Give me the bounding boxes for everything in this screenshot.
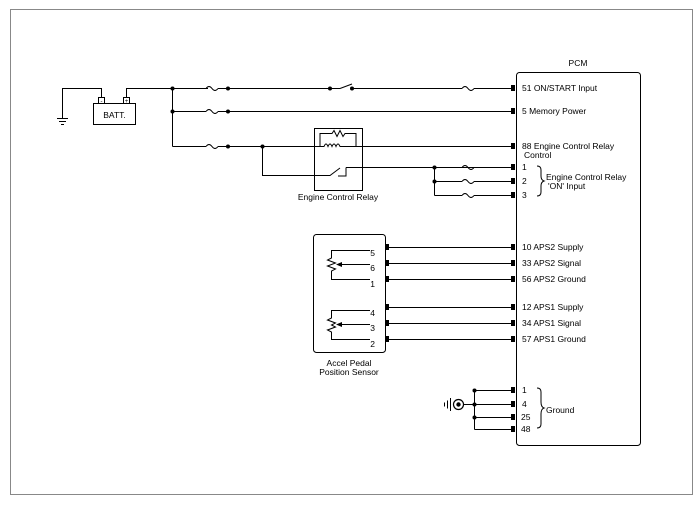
battery-ground-wire bbox=[62, 88, 102, 118]
ecr-on-group-label-cont: 'ON' Input bbox=[548, 181, 586, 191]
pin-aps1-signal: 34 APS1 Signal bbox=[522, 318, 581, 328]
diagram-frame bbox=[10, 9, 693, 495]
ground-group-label: Ground bbox=[546, 405, 575, 415]
relay-box bbox=[314, 128, 363, 191]
ecr-on-group-label: Engine Control Relay bbox=[546, 172, 627, 182]
battery-box bbox=[93, 103, 136, 125]
sensor-pin-markers bbox=[385, 244, 389, 342]
battery: - + BATT. bbox=[93, 97, 136, 125]
pin-aps2-ground: 56 APS2 Ground bbox=[522, 274, 586, 284]
pin-aps2-signal: 33 APS2 Signal bbox=[522, 258, 581, 268]
sensor-pin-5: 5 bbox=[370, 248, 375, 258]
pin-ecr-on-1: 1 bbox=[522, 162, 527, 172]
pin-ground-25: 25 bbox=[521, 412, 531, 422]
battery-pos-sign: + bbox=[125, 99, 129, 105]
pin-ground-48: 48 bbox=[521, 424, 531, 434]
sensor-pin-1: 1 bbox=[370, 279, 375, 289]
battery-positive-wire bbox=[126, 88, 208, 98]
ignition-switch-icon bbox=[339, 83, 353, 89]
fuse-icon-4 bbox=[205, 144, 219, 149]
pin-ground-4: 4 bbox=[522, 399, 527, 409]
relay-label: Engine Control Relay bbox=[298, 192, 379, 202]
sensor-box bbox=[313, 234, 386, 353]
pin-aps2-supply: 10 APS2 Supply bbox=[522, 242, 584, 252]
pin-aps1-supply: 12 APS1 Supply bbox=[522, 302, 584, 312]
pin-aps1-ground: 57 APS1 Ground bbox=[522, 334, 586, 344]
engine-control-relay: Engine Control Relay bbox=[298, 128, 511, 202]
aps1-potentiometer-icon bbox=[326, 310, 370, 340]
pin-on-start-input: 51 ON/START Input bbox=[522, 83, 598, 93]
junction-dots bbox=[170, 86, 477, 420]
chassis-ground-icon bbox=[57, 118, 68, 125]
pcm-ground-circuit bbox=[444, 390, 511, 430]
fuse-icon-3 bbox=[205, 109, 219, 114]
fuse-icon-5 bbox=[461, 165, 475, 170]
relay-switch-feed bbox=[262, 146, 320, 176]
relay-contact-icon bbox=[320, 167, 347, 177]
pcm-title: PCM bbox=[569, 58, 588, 68]
aps1-wiper-arrow bbox=[336, 322, 342, 327]
ecr-on-brace bbox=[536, 165, 546, 197]
pcm-module: PCM bbox=[516, 58, 641, 446]
fuse-icon-6 bbox=[461, 179, 475, 184]
sensor-pin-6: 6 bbox=[370, 263, 375, 273]
pin-ecr-on-2: 2 bbox=[522, 176, 527, 186]
relay-coil-icon bbox=[320, 143, 356, 148]
sensor-pin-3: 3 bbox=[370, 323, 375, 333]
ground-point-icon bbox=[452, 398, 465, 411]
fuse-icon-7 bbox=[461, 193, 475, 198]
sensor-label-cont: Position Sensor bbox=[319, 367, 379, 377]
ground-brace bbox=[536, 387, 546, 429]
sensor-pin-4: 4 bbox=[370, 308, 375, 318]
pin-ecr-control-cont: Control bbox=[524, 150, 552, 160]
battery-neg-sign: - bbox=[101, 99, 103, 105]
pin-ground-1: 1 bbox=[522, 385, 527, 395]
aps2-potentiometer-icon bbox=[326, 250, 370, 280]
sensor-label: Accel Pedal bbox=[327, 358, 372, 368]
sensor-pin-2: 2 bbox=[370, 339, 375, 349]
pcm-pin-markers bbox=[511, 85, 515, 432]
fuse-icon-2 bbox=[461, 86, 475, 91]
battery-label: BATT. bbox=[103, 110, 126, 120]
pin-ecr-control: 88 Engine Control Relay bbox=[522, 141, 615, 151]
fuse-icon-1 bbox=[205, 86, 219, 91]
pcm-box bbox=[516, 72, 641, 446]
pin-memory-power: 5 Memory Power bbox=[522, 106, 586, 116]
aps2-wiper-arrow bbox=[336, 262, 342, 267]
pin-ecr-on-3: 3 bbox=[522, 190, 527, 200]
sensor-wires bbox=[389, 247, 511, 340]
accel-pedal-position-sensor: Accel Pedal Position Sensor bbox=[313, 234, 386, 377]
relay-resistor-icon bbox=[319, 129, 357, 147]
